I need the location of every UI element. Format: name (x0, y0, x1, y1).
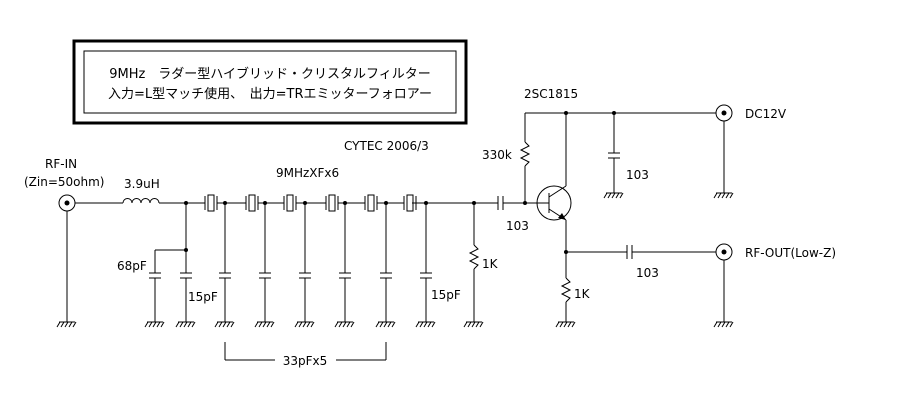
inductor-label: 3.9uH (124, 177, 160, 191)
ground-symbols (144, 192, 734, 328)
ground-symbol (713, 321, 734, 328)
c-68pf-label: 68pF (117, 259, 147, 273)
c-103-output-label: 103 (636, 266, 659, 280)
title-line-1: 9MHz ラダー型ハイブリッド・クリスタルフィルター (109, 66, 431, 82)
dc12v-label: DC12V (745, 107, 787, 121)
credit-label: CYTEC 2006/3 (344, 139, 429, 153)
ground-symbol (375, 321, 396, 328)
ground-symbol (214, 321, 235, 328)
c-103-bypass-label: 103 (626, 168, 649, 182)
c-15pf-right-label: 15pF (431, 288, 461, 302)
crystal-2 (217, 194, 259, 212)
rf-in-connector (56, 194, 77, 328)
c-15pf-left-label: 15pF (188, 290, 218, 304)
ground-symbol (603, 192, 624, 199)
crystal-3 (258, 194, 297, 212)
ground-symbol (56, 321, 77, 328)
crystal-chain (186, 194, 417, 212)
capacitor-103-bypass (608, 113, 620, 193)
shunt-capacitors (219, 201, 392, 322)
crystal-6 (377, 194, 417, 212)
ground-symbol (294, 321, 315, 328)
capacitor-33pf-2 (259, 201, 271, 322)
caps-group-bracket (224, 342, 387, 361)
capacitor-33pf-1 (219, 201, 231, 322)
c-103-coupling-label: 103 (506, 219, 529, 233)
crystal-4 (296, 194, 339, 212)
capacitor-33pf-4 (339, 201, 351, 322)
ground-symbol (175, 321, 196, 328)
resistor-330k (519, 113, 531, 203)
title-box: 9MHz ラダー型ハイブリッド・クリスタルフィルター 入力=L型マッチ使用、 出… (72, 39, 468, 125)
crystal-1 (186, 194, 218, 212)
capacitor-33pf-5 (380, 201, 392, 322)
capacitor-103-coupling (497, 196, 537, 210)
r-1k-emitter-label: 1K (574, 287, 591, 301)
capacitor-103-output (626, 245, 716, 259)
inductor-symbol (122, 198, 160, 204)
capacitor-68pf (149, 250, 161, 322)
r-1k-input-label: 1K (482, 257, 499, 271)
ground-symbol (415, 321, 436, 328)
ground-symbol (555, 321, 576, 328)
rf-in-impedance-label: (Zin=50ohm) (24, 175, 104, 189)
rf-out-connector (715, 243, 733, 322)
r-330k-label: 330k (482, 148, 512, 162)
capacitor-33pf-3 (299, 201, 311, 322)
dc12v-connector (715, 104, 733, 193)
transistor-2sc1815 (536, 185, 572, 221)
transistor-label: 2SC1815 (524, 87, 578, 101)
ground-symbol (254, 321, 275, 328)
ground-symbol (713, 192, 734, 199)
ground-symbol (463, 321, 484, 328)
capacitor-15pf-right (420, 201, 432, 322)
crystals-label: 9MHzXFx6 (276, 166, 339, 180)
ground-symbol (334, 321, 355, 328)
capacitor-15pf-left (180, 250, 192, 322)
rf-out-label: RF-OUT(Low-Z) (745, 246, 836, 260)
title-line-2: 入力=L型マッチ使用、 出力=TRエミッターフォロアー (108, 86, 432, 102)
caps-group-label: 33pFx5 (283, 354, 328, 368)
resistor-1k-emitter (560, 277, 572, 322)
ground-symbol (144, 321, 165, 328)
rf-in-label: RF-IN (45, 157, 77, 171)
resistor-1k-input (468, 203, 480, 322)
